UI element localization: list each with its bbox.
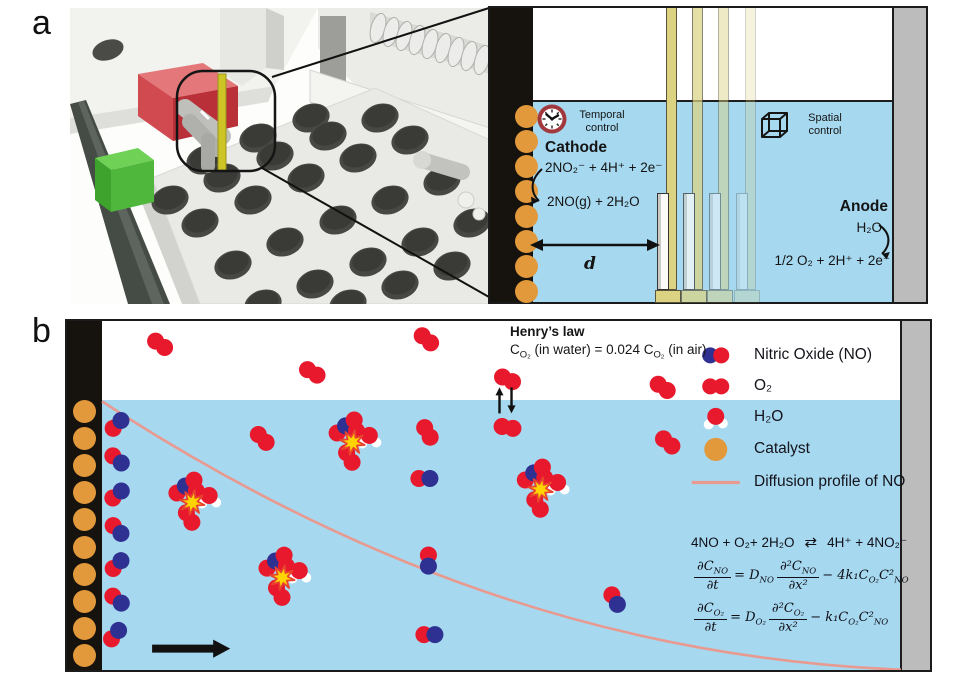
anode-title: Anode [839, 198, 888, 215]
legend-label-h2o: H₂O [754, 408, 784, 425]
henrys-law-equation: CO₂ (in water) = 0.024 CO₂ (in air) [510, 342, 707, 361]
legend-label-no: Nitric Oxide (NO) [754, 346, 872, 363]
legend-label-catalyst: Catalyst [754, 440, 810, 457]
overall-reaction: 4NO + O₂+ 2H₂O⇄4H⁺ + 4NO₂⁻ [691, 534, 908, 551]
electrode-tubes [176, 99, 231, 173]
catalyst-dot [73, 589, 96, 613]
catalyst-dot [73, 535, 96, 559]
spatial-control-label: Spatial control [808, 112, 842, 137]
catalyst-dot [515, 229, 538, 253]
lead-screw-detail [413, 151, 486, 221]
well-plate-holes [151, 103, 490, 304]
distance-arrow [530, 239, 660, 251]
catalyst-dot [73, 481, 96, 505]
catalyst-dot [73, 453, 96, 477]
cathode-reaction-reactants: 2NO₂⁻ + 4H⁺ + 2e⁻ [545, 160, 663, 175]
pde-o2: ∂CO₂∂t = DO₂ ∂²CO₂∂x² − k₁CO₂C²NO [691, 602, 909, 635]
anode-reactant: H₂O [856, 220, 883, 235]
zoom-callout-box [175, 69, 277, 173]
panel-b-label: b [32, 312, 51, 350]
clock-icon [537, 104, 567, 134]
catalyst-dot [515, 104, 538, 128]
catalyst-dot [73, 617, 96, 641]
catalyst-dot [73, 562, 96, 586]
legend-label-o2: O₂ [754, 377, 773, 394]
cathode-title: Cathode [545, 139, 607, 156]
flow-direction-arrow [152, 639, 231, 658]
callout-connector-lines [261, 7, 490, 298]
counter-electrode-bar [900, 321, 930, 670]
gas-exchange-arrows [495, 387, 516, 414]
catalyst-electrode-bar [67, 321, 102, 670]
catalyst-dot [515, 254, 538, 278]
molecule-overlay [101, 327, 902, 670]
catalyst-dot [73, 399, 96, 423]
tank-water [102, 400, 902, 670]
equilibrium-arrow: ⇄ [804, 534, 818, 551]
apparatus-3d-render [70, 8, 490, 304]
catalyst-dot [515, 129, 538, 153]
legend-icons [691, 347, 740, 485]
cathode-catalyst-bar [490, 8, 538, 303]
support-column [220, 8, 266, 86]
kinetics-equations: 4NO + O₂+ 2H₂O⇄4H⁺ + 4NO₂⁻ ∂CNO∂t = DNO … [691, 533, 909, 635]
catalyst-dot [73, 426, 96, 450]
diffusion-profile-curve [101, 400, 902, 670]
anode-reaction-arrow [878, 224, 890, 260]
temporal-control-label: Temporal control [579, 109, 625, 134]
panel-a-label: a [32, 4, 51, 42]
legend-label-diffusion: Diffusion profile of NO [754, 473, 906, 490]
catalyst-dot [73, 644, 96, 668]
diffusion-schematic: Henry’s law CO₂ (in water) = 0.024 CO₂ (… [65, 319, 932, 672]
distance-label: d [584, 254, 596, 274]
reaction-clusters [168, 411, 570, 606]
catalyst-dot [515, 279, 538, 303]
anode-reaction: 1/2 O₂ + 2H⁺ + 2e⁻ [774, 253, 890, 268]
molecules [103, 327, 681, 648]
slab-hole [92, 39, 124, 61]
pde-no: ∂CNO∂t = DNO ∂²CNO∂x² − 4k₁CO₂C²NO [691, 559, 909, 593]
cathode-reaction-arrow [531, 168, 543, 205]
electrochemical-cell-schematic: Temporal control Cathode 2NO₂⁻ + 4H⁺ + 2… [488, 6, 928, 304]
green-clamp [95, 148, 154, 212]
catalyst-dot [515, 204, 538, 228]
cathode-reaction-products: 2NO(g) + 2H₂O [547, 194, 640, 209]
cube-icon [761, 112, 788, 138]
catalyst-dot [73, 508, 96, 532]
catalyst-dot [515, 154, 538, 178]
anode-plate [892, 8, 926, 302]
threaded-rod [369, 12, 490, 76]
henrys-law-title: Henry’s law [510, 324, 585, 339]
cell-electrolyte [533, 100, 894, 302]
